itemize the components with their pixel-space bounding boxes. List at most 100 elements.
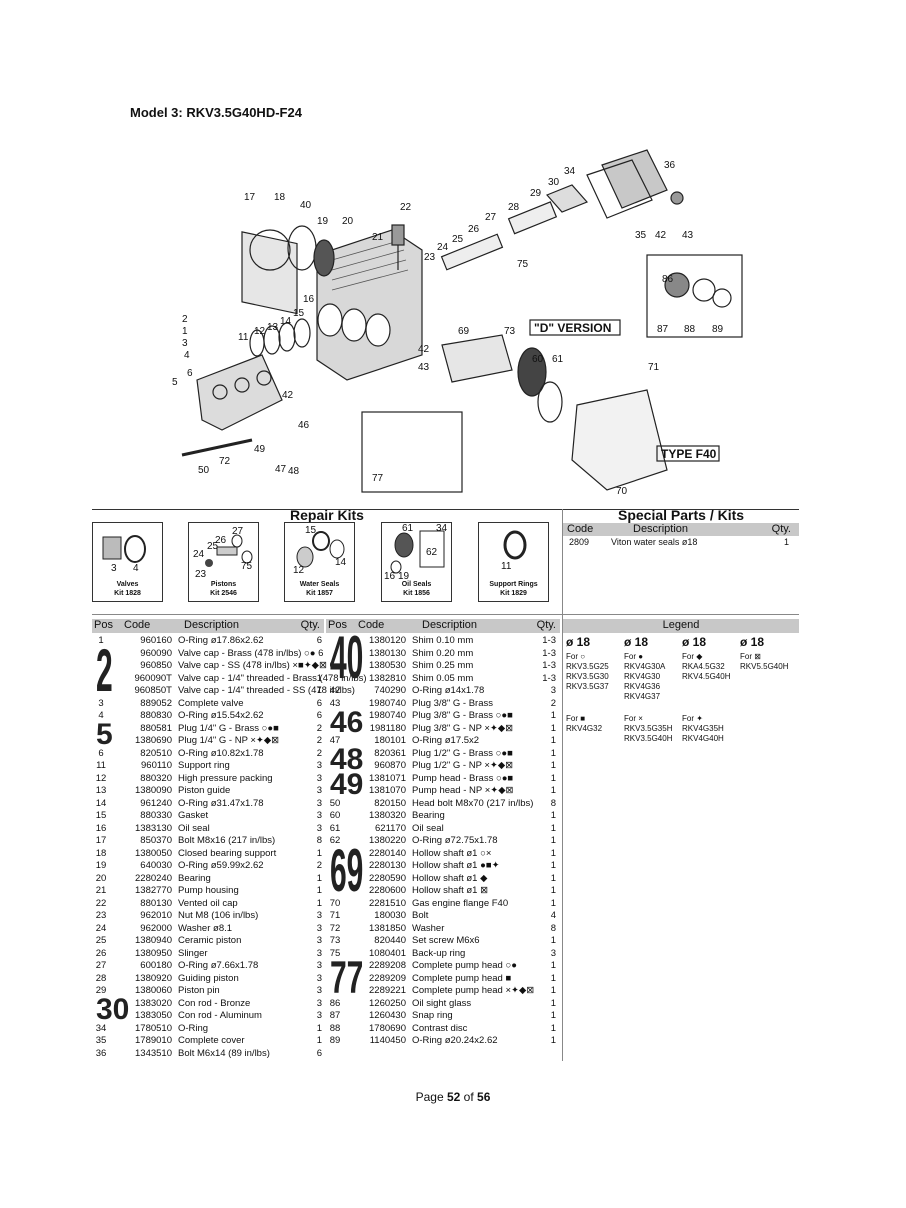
cell-qty: 3 [316,972,322,984]
callout-72: 72 [219,456,231,467]
cell-desc: Plug 1/2" G - Brass ○●■ [412,747,513,759]
cell-code: 1381850 [369,922,406,934]
table-row: 960090 Valve cap - Brass (478 in/lbs) ○● … [92,647,324,661]
cell-pos: 60 [329,810,341,821]
cell-qty: 3 [316,960,322,971]
cell-desc: Snap ring [412,1010,453,1021]
cell-qty: 3 [316,785,322,796]
callout-49: 49 [254,444,266,455]
cell-desc: Support ring [178,760,230,771]
cell-qty: 1 [550,847,556,859]
cell-code: 1380940 [135,935,172,946]
cell-desc: Washer ø8.1 [178,922,233,934]
group-pos-46: 46 [330,705,364,739]
cell-qty: 1 [550,835,556,846]
cell-desc: Contrast disc [412,1022,468,1034]
cell-code: 960160 [140,635,172,646]
cell-pos: 42 [329,685,341,696]
cell-desc: Valve cap - Brass (478 in/lbs) ○● 6 [178,647,324,659]
cell-pos: 87 [329,1010,341,1021]
cell-qty: 1 [316,1022,322,1034]
column-divider [562,509,563,1061]
cell-desc: O-Ring ø10.82x1.78 [178,747,264,759]
cell-code: 1780510 [135,1022,172,1034]
svg-text:23: 23 [195,569,207,580]
cell-code: 960090 [140,647,172,659]
cell-code: 889052 [140,697,172,709]
cell-code: 1383130 [135,822,172,834]
cell-pos: 25 [95,935,107,946]
cell-desc: Piston guide [178,785,231,796]
cell-desc: Gas engine flange F40 [412,897,509,909]
cell-code: 600180 [140,960,172,971]
callout-40: 40 [300,200,312,211]
table-top-rule [92,509,799,510]
cell-code: 820361 [374,747,406,759]
cell-qty: 3 [316,810,322,821]
cell-code: 960850 [140,660,172,671]
callout-3: 3 [182,338,188,349]
cell-qty: 1 [316,685,322,696]
callout-4: 4 [184,350,190,361]
cell-pos: 22 [95,897,107,909]
cell-qty: 2 [316,722,322,734]
callout-71: 71 [648,362,660,373]
cell-desc: O-Ring ø17.5x2 [412,735,480,746]
cell-qty: 3 [316,797,322,809]
cell-code: 962010 [140,910,172,921]
cell-code: 1380950 [135,947,172,959]
cell-code: 960090T [134,672,172,684]
cell-desc: Bolt [412,910,429,921]
cell-code: 962000 [140,922,172,934]
cell-desc: Complete pump head ○● [412,960,517,971]
cell-desc: Oil seal [178,822,210,834]
cell-qty: 1 [316,885,322,896]
d-version-label: "D" VERSION [534,321,611,335]
cell-code: 880130 [140,897,172,909]
type-f40-box [656,445,720,462]
callout-43: 43 [418,362,430,373]
cell-desc: Shim 0.20 mm [412,647,474,659]
cell-pos: 70 [329,897,341,909]
callout-89: 89 [712,324,724,335]
cell-qty: 3 [316,822,322,834]
callout-22: 22 [400,202,412,213]
table-mid-rule [92,614,799,615]
cell-desc: Vented oil cap [178,897,238,909]
cell-qty: 2 [550,697,556,709]
cell-qty: 1 [550,785,556,796]
cell-desc: Con rod - Aluminum [178,1010,262,1021]
cell-qty: 1 [550,810,556,821]
cell-qty: 8 [316,835,322,846]
repair-kits-title: Repair Kits [290,507,364,523]
cell-desc: Bolt M8x16 (217 in/lbs) [178,835,276,846]
svg-text:34: 34 [436,523,448,534]
callout-27: 27 [485,212,497,223]
cell-code: 820440 [374,935,406,946]
callout-26: 26 [468,224,480,235]
callout-86: 86 [662,274,674,285]
cell-code: 1380060 [135,985,172,996]
d-version-box [529,319,621,336]
cell-code: 1380090 [135,785,172,796]
cell-qty: 1 [550,822,556,834]
cell-desc: Guiding piston [178,972,239,984]
